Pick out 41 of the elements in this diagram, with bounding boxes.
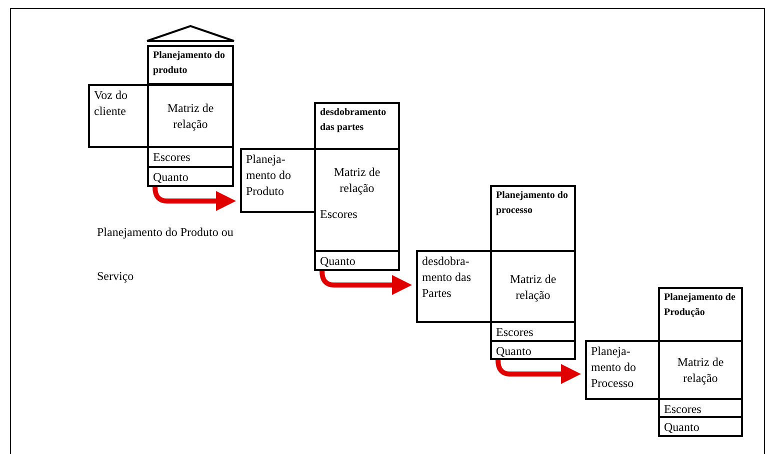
stage-heading: Planejamento do processo	[496, 189, 569, 218]
cell-text: Escores	[664, 401, 702, 418]
row-cell	[147, 166, 234, 187]
cell-text: Matriz de relação	[332, 164, 382, 196]
matrix-cell	[147, 84, 234, 148]
cell-text: Matriz de relação	[508, 270, 558, 303]
cell-text: Matriz de relação	[166, 100, 215, 132]
cell-text: Quanto	[664, 419, 700, 436]
heading-cell	[147, 45, 234, 85]
input-cell	[88, 84, 149, 148]
roof-triangle	[146, 24, 235, 42]
cell-text: Voz do cliente	[94, 87, 128, 120]
cell-text: Quanto	[320, 253, 356, 270]
row-cell	[658, 398, 743, 418]
arrow	[320, 270, 412, 295]
stage-heading: Planejamento de Produção	[664, 291, 736, 320]
row-cell	[147, 146, 234, 168]
row-cell	[314, 250, 400, 271]
arrow	[152, 186, 236, 211]
cell-text: Planeja- mento do Processo	[591, 343, 637, 392]
input-cell	[416, 250, 492, 323]
heading-cell	[490, 185, 576, 252]
heading-cell	[314, 102, 400, 150]
cell-text: Escores	[496, 324, 534, 340]
cell-text: Quanto	[496, 343, 532, 360]
cell-text: Escores	[153, 149, 192, 166]
input-cell	[240, 148, 316, 213]
row-cell	[490, 340, 576, 360]
input-cell	[585, 340, 660, 400]
cell-text: desdobra- mento das Partes	[422, 253, 472, 302]
cell-text: Escores	[320, 206, 358, 223]
matrix-cell	[314, 148, 400, 252]
cell-text: Planeja- mento do Produto	[246, 151, 292, 200]
cell-text: Matriz de relação	[676, 354, 725, 386]
stage-heading: Planejamento do produto	[153, 49, 226, 78]
stage-caption: Planejamento do Produto ou Serviço	[97, 224, 234, 285]
stage-heading: desdobramento das partes	[320, 106, 388, 135]
row-cell	[658, 416, 743, 437]
cell-text: Quanto	[153, 169, 190, 186]
row-cell	[490, 321, 576, 342]
heading-cell	[658, 287, 743, 342]
